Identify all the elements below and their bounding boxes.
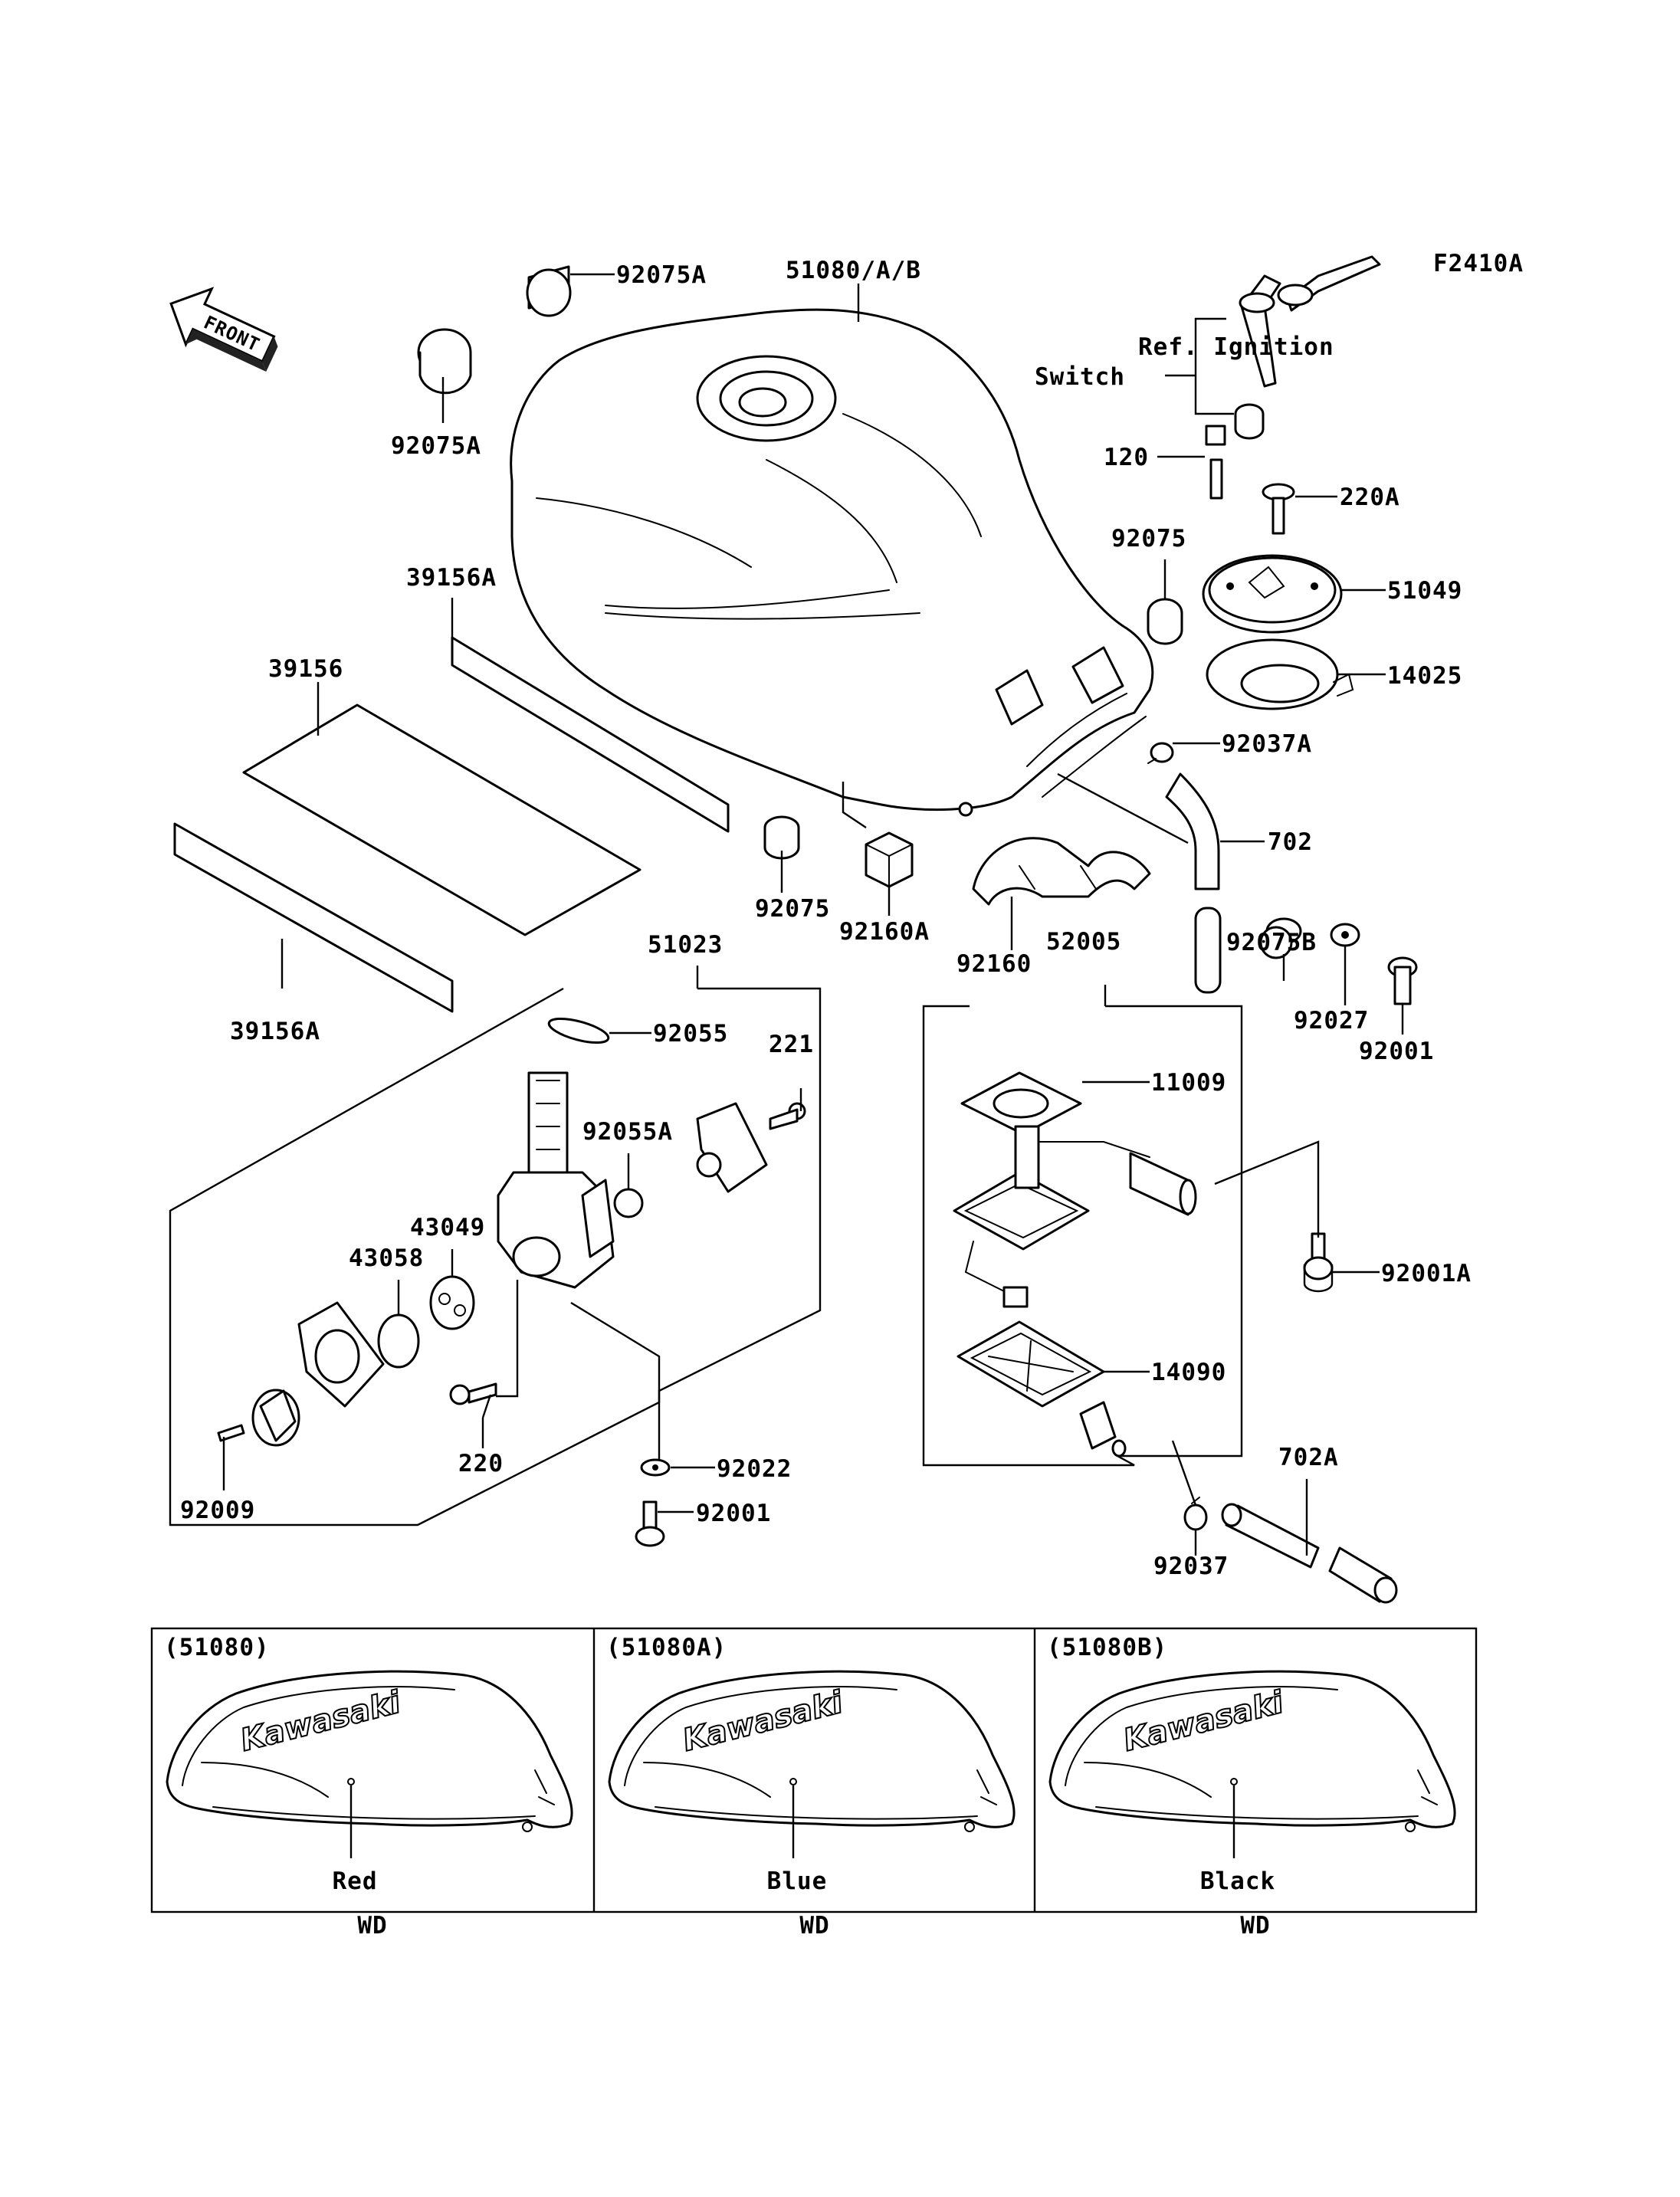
variant-tank: Kawasaki [166, 1670, 573, 1832]
damper-92075A-left [417, 328, 472, 395]
damper-92075A-top [526, 265, 572, 317]
variant-code: WD [357, 1912, 387, 1940]
variant-table [150, 1627, 1478, 1913]
cover-plate-221 [696, 1102, 768, 1193]
clip-92160 [972, 837, 1151, 906]
bolt-92001-right [1387, 956, 1418, 1005]
label-ref-ignition-2: Switch [1035, 363, 1125, 391]
variant-tank: Kawasaki [1048, 1670, 1456, 1832]
gasket-43049 [429, 1275, 475, 1330]
label-51080AB: 51080/A/B [786, 257, 921, 284]
variant-part-number: (51080) [164, 1634, 270, 1661]
label-92160: 92160 [956, 950, 1032, 978]
oring-43058 [377, 1313, 420, 1369]
label-ref-ignition-1: Ref. Ignition [1138, 333, 1334, 361]
clamp-92037A [1147, 742, 1174, 764]
label-92037A: 92037A [1222, 730, 1312, 758]
label-221: 221 [769, 1031, 814, 1058]
variant-color: Blue [767, 1867, 828, 1895]
cap-gasket-14025 [1206, 638, 1354, 710]
fuel-tank [510, 308, 1154, 817]
label-92022: 92022 [717, 1455, 792, 1483]
label-220: 220 [458, 1450, 504, 1477]
label-92075A-top: 92075A [616, 261, 707, 289]
label-52005: 52005 [1046, 928, 1121, 956]
pad-39156A-top [451, 636, 730, 833]
screw-220 [449, 1382, 497, 1405]
lever-knob [251, 1389, 300, 1447]
grommet-92075B [1259, 917, 1302, 959]
hose-702 [1165, 772, 1222, 994]
oring-92055A [613, 1188, 644, 1218]
clip-92160A [865, 831, 914, 888]
label-92075B: 92075B [1226, 929, 1317, 956]
filter-plate [297, 1301, 385, 1408]
figure-code: F2410A [1433, 250, 1524, 277]
variant-code: WD [1240, 1912, 1270, 1940]
gasket-11009 [960, 1071, 1082, 1136]
variant-color: Red [333, 1867, 378, 1895]
label-39156A-top: 39156A [406, 564, 497, 592]
label-92001-right: 92001 [1359, 1038, 1434, 1065]
label-14025: 14025 [1387, 662, 1462, 690]
screw-220A [1262, 483, 1295, 535]
label-43049: 43049 [410, 1214, 485, 1241]
group-box-52005 [922, 1005, 1243, 1467]
label-39156: 39156 [268, 655, 343, 683]
label-220A: 220A [1340, 484, 1400, 511]
pad-39156 [242, 703, 641, 936]
front-arrow-icon: FRONT [169, 287, 278, 372]
variant-code: WD [799, 1912, 829, 1940]
label-51023: 51023 [648, 931, 723, 959]
variant-tank: Kawasaki [608, 1670, 1016, 1832]
label-92009: 92009 [180, 1497, 255, 1524]
variant-color: Black [1200, 1867, 1275, 1895]
label-11009: 11009 [1151, 1069, 1226, 1097]
gasket-14090 [956, 1320, 1127, 1458]
label-92001-bottom: 92001 [696, 1500, 771, 1527]
clamp-92037 [1183, 1497, 1208, 1531]
label-92001A: 92001A [1381, 1260, 1472, 1287]
bolt-92001-bottom [635, 1500, 665, 1547]
label-14090: 14090 [1151, 1359, 1226, 1386]
label-92075A-left: 92075A [391, 432, 481, 460]
label-702A: 702A [1278, 1444, 1339, 1471]
bolt-120 [1205, 425, 1226, 500]
level-sensor [953, 1125, 1197, 1308]
label-51049: 51049 [1387, 577, 1462, 605]
label-92075-mid: 92075 [755, 895, 830, 923]
oring-92055 [547, 1017, 610, 1044]
fuel-cap-51049 [1202, 554, 1343, 634]
screw-92009 [217, 1424, 245, 1442]
label-43058: 43058 [349, 1244, 424, 1272]
variant-part-number: (51080A) [606, 1634, 727, 1661]
bolt-92001A [1303, 1232, 1334, 1293]
label-92055: 92055 [653, 1020, 728, 1048]
label-120: 120 [1104, 444, 1149, 471]
label-92160A: 92160A [839, 918, 930, 946]
ignition-key-icon [1234, 255, 1381, 440]
pad-39156A-bottom [173, 822, 454, 1013]
fuel-cock-body [497, 1071, 615, 1289]
washer-92022 [640, 1458, 671, 1477]
screw-221 [769, 1102, 806, 1130]
label-92037: 92037 [1153, 1553, 1229, 1580]
label-92055A: 92055A [582, 1118, 673, 1146]
label-92027: 92027 [1294, 1007, 1369, 1035]
label-39156A-bottom: 39156A [230, 1018, 320, 1045]
variant-part-number: (51080B) [1047, 1634, 1167, 1661]
label-702: 702 [1268, 828, 1313, 856]
label-92075-right: 92075 [1111, 525, 1186, 553]
damper-92075-right [1147, 598, 1183, 645]
washer-92027 [1330, 923, 1360, 947]
hose-702A [1221, 1503, 1398, 1604]
